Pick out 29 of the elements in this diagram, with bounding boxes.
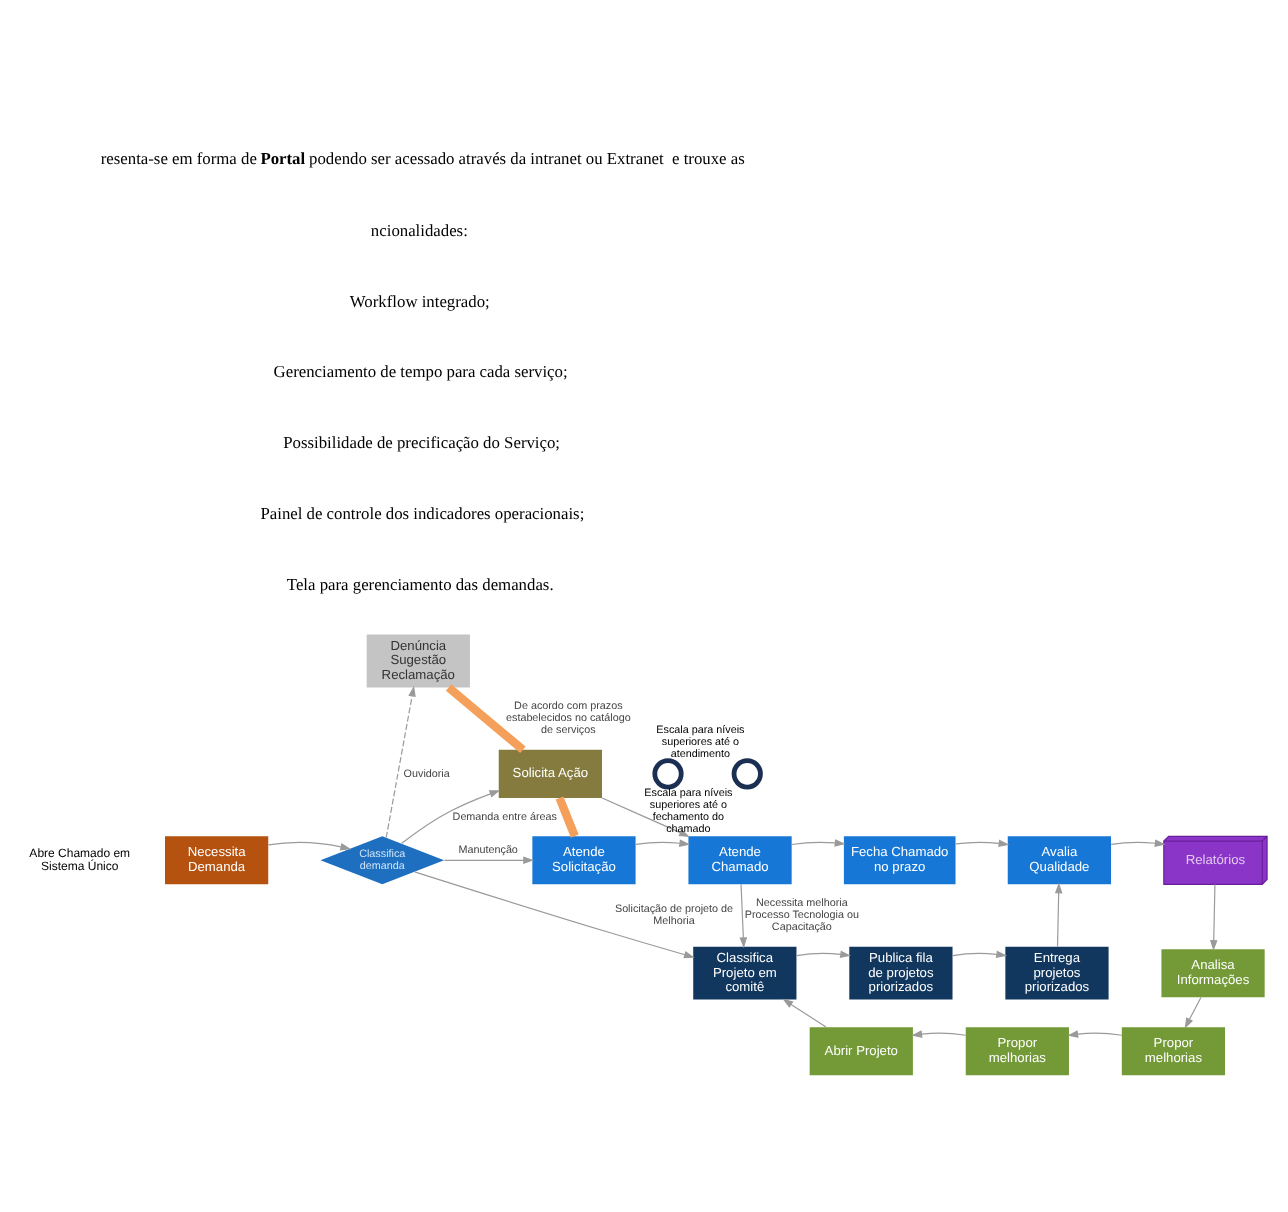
arrow [782, 997, 827, 1027]
arrow [911, 1029, 967, 1037]
label: Gerenciamento de tempo para cada serviço; [273, 362, 568, 381]
node-circle [652, 757, 684, 789]
arrow [952, 949, 1008, 958]
connector [445, 683, 526, 752]
label: resenta-se em forma de Portal podendo ser acessado através da intranet ou Extranet e trouxe as [100, 148, 745, 167]
arrow [401, 789, 501, 843]
arrow [739, 882, 748, 948]
label: Painel de controle dos indicadores operacionais; [260, 504, 585, 522]
label: ncionalidades: [370, 220, 468, 239]
arrow [955, 838, 1010, 847]
arrow [791, 838, 846, 846]
arrow [1067, 1029, 1123, 1037]
arrow [414, 870, 695, 958]
arrow [1184, 995, 1202, 1028]
arrow [1110, 838, 1166, 846]
arrow [1054, 881, 1063, 946]
label: Tela para gerenciamento das demandas. [286, 574, 554, 593]
arrow [796, 949, 851, 958]
label: Possibilidade de precificação do Serviço; [283, 433, 561, 452]
node-circle [731, 757, 763, 789]
arrow [443, 855, 534, 864]
label: Workflow integrado; [349, 291, 490, 310]
arrow [635, 838, 691, 846]
arrow [385, 684, 416, 838]
arrow [267, 840, 352, 850]
connector [555, 795, 579, 837]
arrow [1209, 882, 1218, 950]
